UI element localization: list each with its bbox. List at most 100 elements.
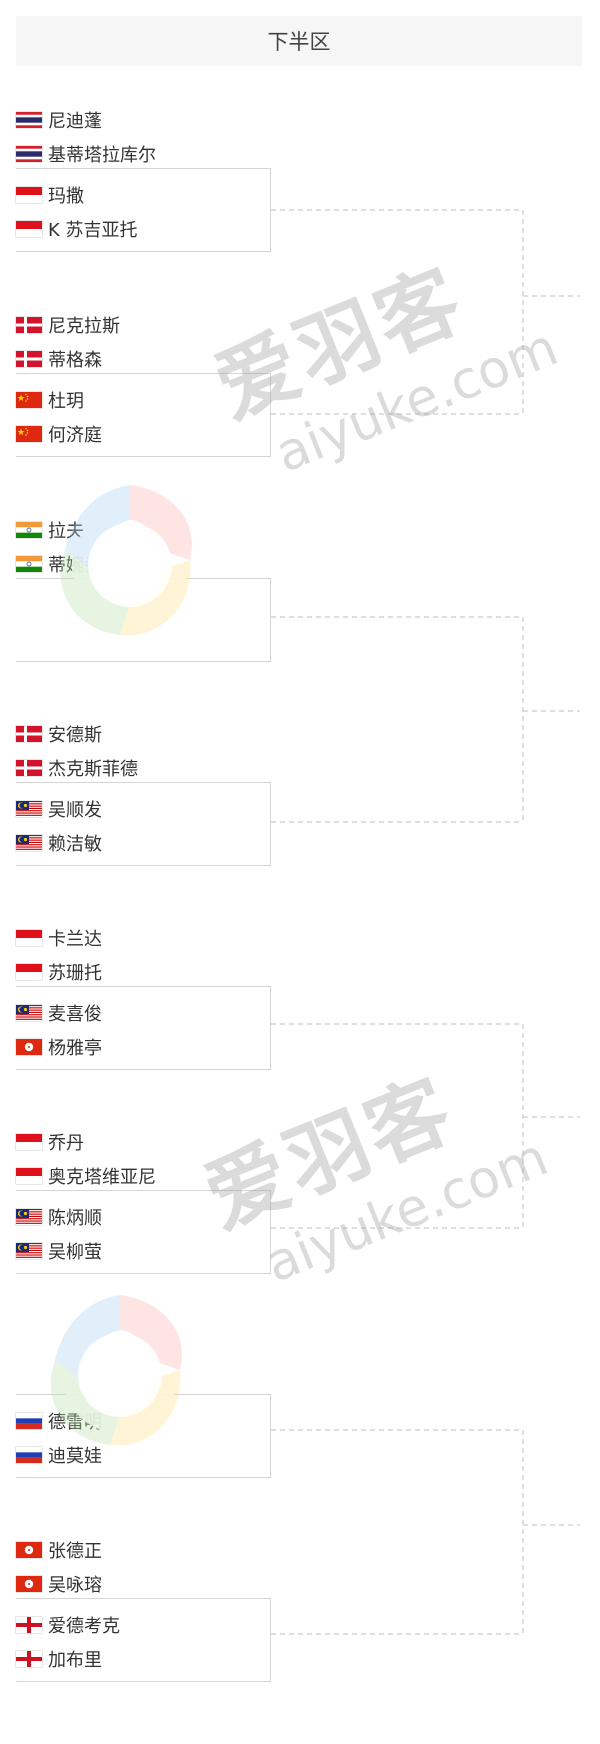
indonesia-flag-icon <box>16 221 42 237</box>
malaysia-flag-icon <box>16 1243 42 1259</box>
player-row: K 苏吉亚托 <box>16 215 138 243</box>
player-row: 杨雅亭 <box>16 1033 102 1061</box>
hongkong-flag-icon <box>16 1542 42 1558</box>
player-name: 杜玥 <box>48 391 84 412</box>
denmark-flag-icon <box>16 351 42 367</box>
pair-top: 卡兰达苏珊托 <box>16 918 271 1002</box>
pair-top: 张德正吴咏瑢 <box>16 1530 271 1614</box>
player-row: 麦喜俊 <box>16 999 102 1027</box>
player-name: 杨雅亭 <box>48 1038 102 1059</box>
thailand-flag-icon <box>16 146 42 162</box>
player-name: 玛撒 <box>48 186 84 207</box>
malaysia-flag-icon <box>16 1005 42 1021</box>
player-name: 迪莫娃 <box>48 1446 102 1467</box>
match: 安德斯杰克斯菲德吴顺发赖洁敏 <box>0 714 300 914</box>
player-row: 尼迪蓬 <box>16 106 102 134</box>
player-name: 陈炳顺 <box>48 1208 102 1229</box>
player-row: 安德斯 <box>16 720 102 748</box>
connector-line <box>271 209 524 415</box>
match: 尼迪蓬基蒂塔拉库尔玛撒 K 苏吉亚托 <box>0 100 300 300</box>
russia-flag-icon <box>16 1413 42 1429</box>
match: 尼克拉斯蒂格森杜玥何济庭 <box>0 305 300 505</box>
player-name: 尼迪蓬 <box>48 111 102 132</box>
player-row: 迪莫娃 <box>16 1441 102 1469</box>
malaysia-flag-icon <box>16 835 42 851</box>
pair-bottom: 麦喜俊杨雅亭 <box>16 986 271 1070</box>
malaysia-flag-icon <box>16 801 42 817</box>
player-name: 何济庭 <box>48 425 102 446</box>
connector-line <box>271 616 524 823</box>
player-row: 吴柳萤 <box>16 1237 102 1265</box>
player-name: 吴咏瑢 <box>48 1575 102 1596</box>
section-title: 下半区 <box>267 30 331 54</box>
denmark-flag-icon <box>16 726 42 742</box>
thailand-flag-icon <box>16 112 42 128</box>
player-name: 加布里 <box>48 1650 102 1671</box>
player-name: 蒂格森 <box>48 350 102 371</box>
pair-bottom: 杜玥何济庭 <box>16 373 271 457</box>
player-row: 赖洁敏 <box>16 829 102 857</box>
england-flag-icon <box>16 1651 42 1667</box>
player-row: 何济庭 <box>16 420 102 448</box>
player-row: 张德正 <box>16 1536 102 1564</box>
player-name: 苏珊托 <box>48 963 102 984</box>
player-name: 吴柳萤 <box>48 1242 102 1263</box>
player-row: 苏珊托 <box>16 958 102 986</box>
pair-top: 乔丹奥克塔维亚尼 <box>16 1122 271 1206</box>
hongkong-flag-icon <box>16 1576 42 1592</box>
player-name: 奥克塔维亚尼 <box>48 1167 156 1188</box>
player-row: 杰克斯菲德 <box>16 754 138 782</box>
player-name: 张德正 <box>48 1541 102 1562</box>
china-flag-icon <box>16 426 42 442</box>
player-row: 杜玥 <box>16 386 84 414</box>
connector-line <box>271 1023 524 1229</box>
player-row: 奥克塔维亚尼 <box>16 1162 156 1190</box>
denmark-flag-icon <box>16 317 42 333</box>
player-name: 麦喜俊 <box>48 1004 102 1025</box>
malaysia-flag-icon <box>16 1209 42 1225</box>
player-name: 尼克拉斯 <box>48 316 120 337</box>
section-header: 下半区 <box>16 16 582 66</box>
player-row: 加布里 <box>16 1645 102 1673</box>
india-flag-icon <box>16 556 42 572</box>
indonesia-flag-icon <box>16 930 42 946</box>
player-row: 爱德考克 <box>16 1611 120 1639</box>
india-flag-icon <box>16 522 42 538</box>
player-name: 杰克斯菲德 <box>48 759 138 780</box>
connector-group <box>271 209 580 1635</box>
match: 乔丹奥克塔维亚尼陈炳顺吴柳萤 <box>0 1122 300 1322</box>
player-name: 吴顺发 <box>48 800 102 821</box>
china-flag-icon <box>16 392 42 408</box>
player-name: 安德斯 <box>48 725 102 746</box>
indonesia-flag-icon <box>16 1134 42 1150</box>
indonesia-flag-icon <box>16 964 42 980</box>
pair-top: 尼迪蓬基蒂塔拉库尔 <box>16 100 271 184</box>
player-name: K 苏吉亚托 <box>48 220 138 241</box>
player-row: 陈炳顺 <box>16 1203 102 1231</box>
pair-top: 安德斯杰克斯菲德 <box>16 714 271 798</box>
pair-bottom: 玛撒 K 苏吉亚托 <box>16 168 271 252</box>
england-flag-icon <box>16 1617 42 1633</box>
hongkong-flag-icon <box>16 1039 42 1055</box>
indonesia-flag-icon <box>16 1168 42 1184</box>
player-row: 尼克拉斯 <box>16 311 120 339</box>
player-name: 爱德考克 <box>48 1616 120 1637</box>
player-row: 乔丹 <box>16 1128 84 1156</box>
player-row: 玛撒 <box>16 181 84 209</box>
player-name: 赖洁敏 <box>48 834 102 855</box>
match: 张德正吴咏瑢爱德考克加布里 <box>0 1530 300 1730</box>
player-row: 吴咏瑢 <box>16 1570 102 1598</box>
pair-bottom: 爱德考克加布里 <box>16 1598 271 1682</box>
russia-flag-icon <box>16 1447 42 1463</box>
denmark-flag-icon <box>16 760 42 776</box>
match: 卡兰达苏珊托麦喜俊杨雅亭 <box>0 918 300 1118</box>
indonesia-flag-icon <box>16 187 42 203</box>
pair-bottom: 陈炳顺吴柳萤 <box>16 1190 271 1274</box>
player-name: 乔丹 <box>48 1133 84 1154</box>
pair-top: 尼克拉斯蒂格森 <box>16 305 271 389</box>
connector-line <box>271 1429 524 1635</box>
player-name: 基蒂塔拉库尔 <box>48 145 156 166</box>
player-name: 卡兰达 <box>48 929 102 950</box>
player-row: 蒂格森 <box>16 345 102 373</box>
